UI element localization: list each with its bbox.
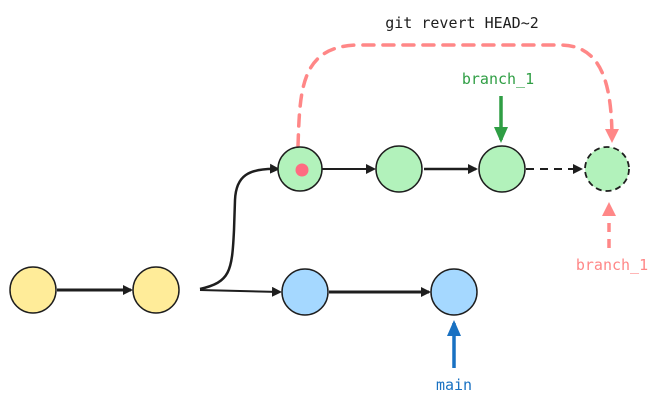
reverted-commit-marker [295, 163, 309, 177]
edge-y2-b1 [199, 286, 282, 297]
commit-yellow-2 [132, 266, 180, 314]
commit-blue-1 [281, 268, 329, 316]
main-label: main [436, 376, 472, 394]
commit-blue-2 [430, 268, 478, 316]
command-label: git revert HEAD~2 [385, 14, 539, 32]
branch-label-new: branch_1 [576, 256, 648, 274]
edge-y2-g1 [199, 163, 280, 291]
commit-green-new-dashed [584, 146, 630, 192]
commit-green-2 [375, 145, 423, 193]
commit-yellow-1 [9, 266, 57, 314]
branch-label-old: branch_1 [462, 70, 534, 88]
revert-arc [296, 43, 619, 148]
commit-green-3 [478, 145, 526, 193]
